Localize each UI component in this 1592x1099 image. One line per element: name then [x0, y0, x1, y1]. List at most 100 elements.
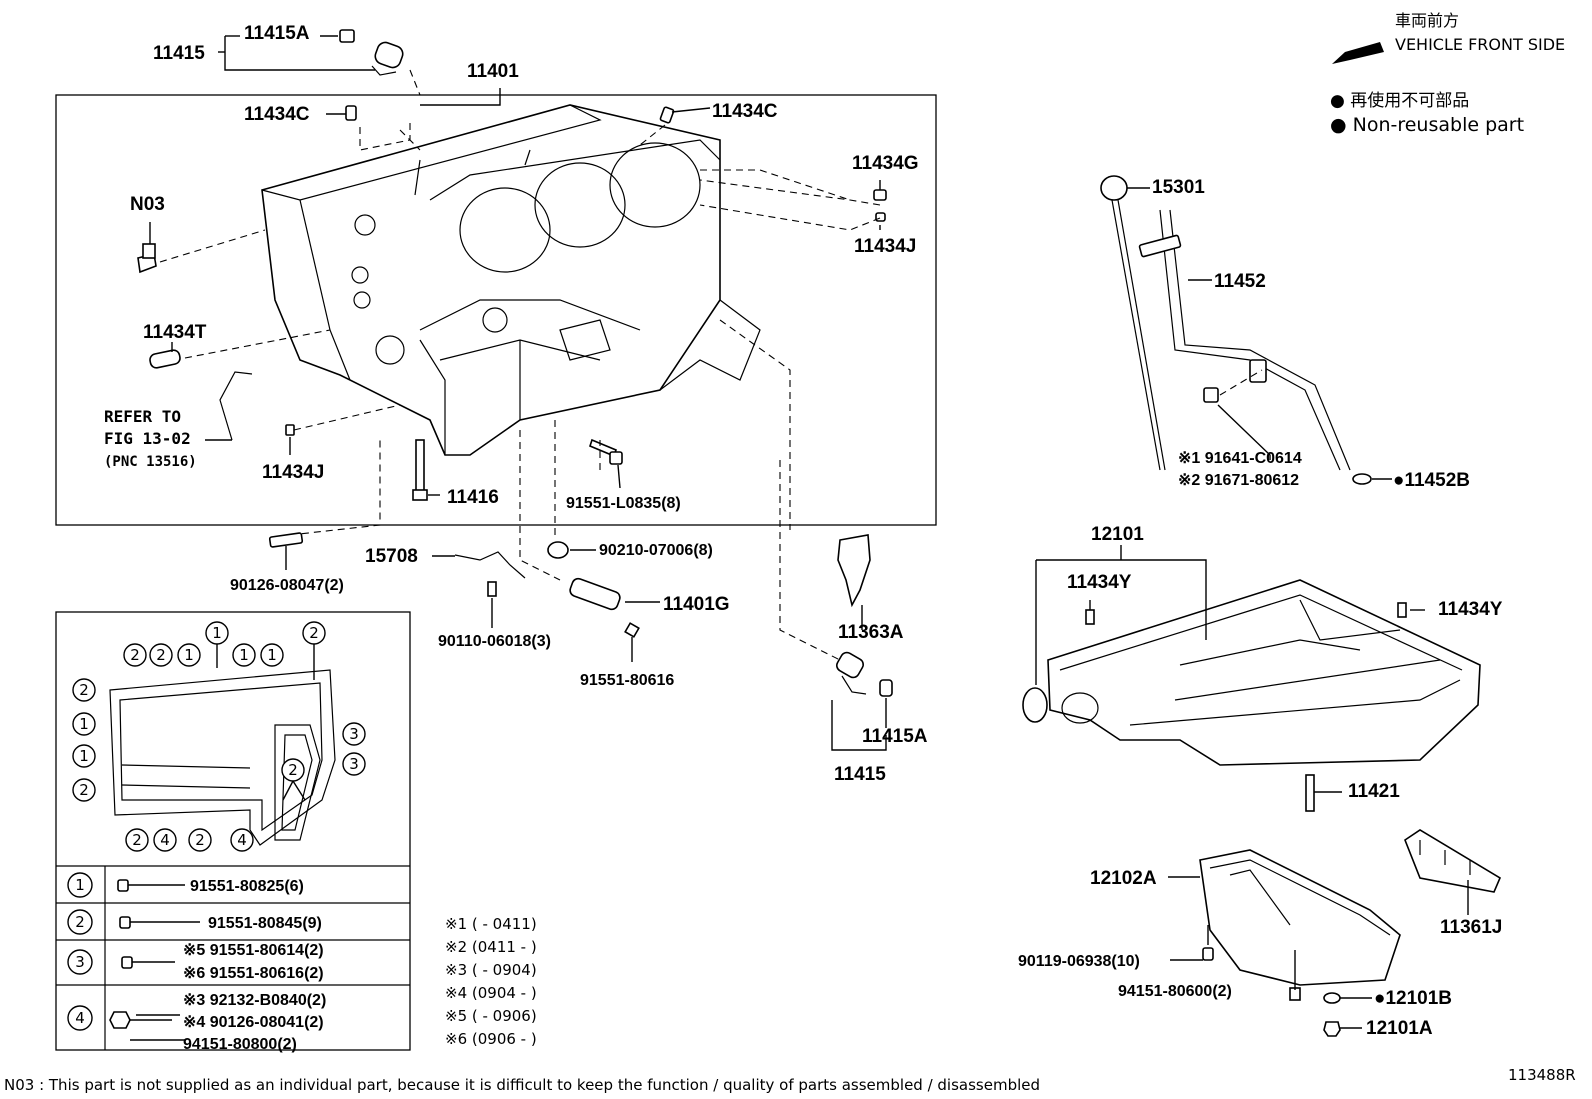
svg-text:2: 2	[195, 831, 205, 849]
label-90126-08047: 90126-08047(2)	[230, 577, 344, 594]
svg-text:2: 2	[75, 913, 85, 931]
bolt-row-2-part: 91551-80845(9)	[208, 915, 322, 932]
label-11401: 11401	[467, 61, 519, 82]
date-note-3: ※3 ( - 0904)	[445, 961, 537, 979]
bolt-row-4-part-a: ※3 92132-B0840(2)	[183, 992, 326, 1009]
oil-gauge-drawing	[1100, 175, 1392, 485]
callout: 1	[232, 643, 256, 667]
label-90119-06938: 90119-06938(10)	[1018, 953, 1140, 970]
label-11415A-top: 11415A	[244, 23, 310, 44]
svg-text:4: 4	[160, 831, 170, 849]
bolt-row-1-part: 91551-80825(6)	[190, 878, 304, 895]
label-15301: 15301	[1152, 177, 1205, 198]
bolt-row-3-part-b: ※6 91551-80616(2)	[183, 965, 324, 982]
cylinder-block-frame	[55, 94, 937, 526]
label-91551-80616: 91551-80616	[580, 672, 674, 689]
label-11416: 11416	[447, 487, 499, 508]
label-11434J-right: 11434J	[854, 236, 916, 257]
svg-text:3: 3	[349, 755, 359, 773]
refer-line-1: REFER TO	[104, 407, 181, 426]
oil-pan-sub-drawing	[1168, 774, 1502, 1037]
callout: 1	[72, 712, 96, 736]
callout: 1	[260, 643, 284, 667]
label-11415A-bottom: 11415A	[862, 726, 928, 747]
svg-text:4: 4	[237, 831, 247, 849]
callout: 2	[72, 678, 96, 702]
below-frame-parts	[268, 532, 893, 751]
label-90210-07006: 90210-07006(8)	[599, 542, 713, 559]
date-note-2: ※2 (0411 - )	[445, 938, 537, 956]
callout: 2	[72, 778, 96, 802]
bolt-table: 1 91551-80825(6) 2 91551-80845(9) 3 ※5 9…	[67, 872, 326, 1053]
block-dashed-leaders	[159, 120, 881, 661]
block-part-labels: 11415 11415A 11401 11434C 11434C 11434G …	[104, 23, 919, 512]
svg-text:2: 2	[288, 761, 298, 779]
date-note-5: ※5 ( - 0906)	[445, 1007, 537, 1025]
callout: 2	[149, 643, 173, 667]
svg-text:1: 1	[79, 747, 89, 765]
label-11434C-left: 11434C	[244, 104, 310, 125]
label-11434C-right: 11434C	[712, 101, 778, 122]
vehicle-front-legend: 車両前方 VEHICLE FRONT SIDE ● 再使用不可部品 ● Non-…	[1330, 11, 1565, 136]
footer-note: N03 : This part is not supplied as an in…	[4, 1076, 1040, 1094]
label-12101A: 12101A	[1366, 1018, 1433, 1039]
oil-gauge-labels: 15301 11452 ※1 91641-C0614 ※2 91671-8061…	[1152, 177, 1470, 491]
label-11363A: 11363A	[838, 622, 904, 643]
bolt-row-4-part-c: 94151-80800(2)	[183, 1036, 297, 1053]
label-12101B: ●12101B	[1374, 988, 1452, 1009]
label-11434J-left: 11434J	[262, 462, 324, 483]
callout: 2	[188, 828, 212, 852]
callout: 3	[342, 752, 366, 776]
callout: 3	[342, 722, 366, 746]
bolt-row-3-part-a: ※5 91551-80614(2)	[183, 942, 324, 959]
callout: 1	[205, 621, 229, 645]
label-11434G: 11434G	[852, 153, 919, 174]
svg-text:3: 3	[349, 725, 359, 743]
date-note-1: ※1 ( - 0411)	[445, 915, 537, 933]
callout: 4	[230, 828, 254, 852]
oil-pan-gasket-drawing	[109, 669, 336, 846]
label-11415-bottom: 11415	[834, 764, 886, 785]
front-en-text: VEHICLE FRONT SIDE	[1395, 35, 1565, 54]
label-90110-06018: 90110-06018(3)	[438, 633, 551, 650]
label-11421: 11421	[1348, 781, 1400, 802]
label-11415-top: 11415	[153, 43, 205, 64]
callout: 2	[123, 643, 147, 667]
bolt-row-2: 2 91551-80845(9)	[67, 909, 322, 935]
svg-text:2: 2	[79, 681, 89, 699]
bolt-row-3: 3 ※5 91551-80614(2) ※6 91551-80616(2)	[67, 942, 324, 982]
label-12102A: 12102A	[1090, 868, 1157, 889]
bolt-row-1: 1 91551-80825(6)	[67, 872, 304, 898]
bolt-panel-frame	[55, 611, 411, 1051]
svg-text:2: 2	[132, 831, 142, 849]
callout: 1	[72, 744, 96, 768]
oil-pan-labels: 12101 11434Y 11434Y 11421 12102A 11361J …	[1018, 524, 1503, 1039]
front-arrow-icon	[1332, 42, 1384, 64]
svg-text:1: 1	[239, 646, 249, 664]
cylinder-block-drawing	[261, 104, 761, 456]
below-frame-labels: 90126-08047(2) 15708 90210-07006(8) 1140…	[230, 542, 928, 785]
block-solid-leaders	[149, 88, 881, 496]
svg-text:1: 1	[267, 646, 277, 664]
label-11434T: 11434T	[143, 322, 207, 343]
svg-text:1: 1	[212, 624, 222, 642]
label-12101: 12101	[1091, 524, 1144, 545]
label-11434Y-right: 11434Y	[1438, 599, 1503, 620]
sensor-11415-top	[218, 29, 421, 96]
svg-text:2: 2	[309, 624, 319, 642]
refer-line-2: FIG 13-02	[104, 429, 191, 448]
label-11361J: 11361J	[1440, 917, 1502, 938]
gasket-callouts: 2 2 1 1 1 1 2 2 1 1 2 2 3 3 2 4 2 4	[72, 621, 366, 852]
bolt-row-4-part-b: ※4 90126-08041(2)	[183, 1014, 324, 1031]
label-91551-L0835: 91551-L0835(8)	[566, 495, 681, 512]
label-91671-80612: ※2 91671-80612	[1178, 472, 1299, 489]
svg-text:3: 3	[75, 953, 85, 971]
front-jp-text: 車両前方	[1395, 11, 1459, 30]
callout: 2	[125, 828, 149, 852]
label-94151-80600: 94151-80600(2)	[1118, 983, 1232, 1000]
label-15708: 15708	[365, 546, 418, 567]
date-notes: ※1 ( - 0411) ※2 (0411 - ) ※3 ( - 0904) ※…	[445, 915, 537, 1048]
callout: 2	[302, 621, 326, 645]
oil-pan-drawing	[1022, 545, 1481, 766]
